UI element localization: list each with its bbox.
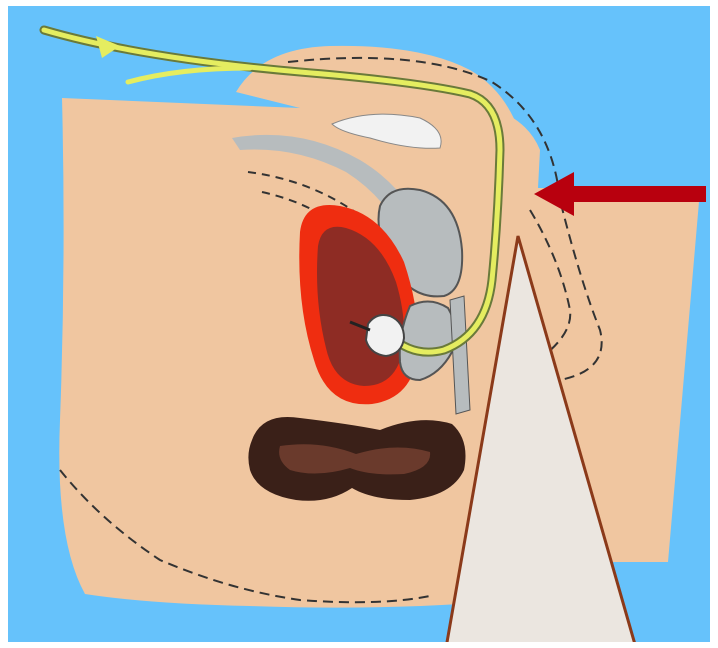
catheter-balloon <box>366 315 404 356</box>
